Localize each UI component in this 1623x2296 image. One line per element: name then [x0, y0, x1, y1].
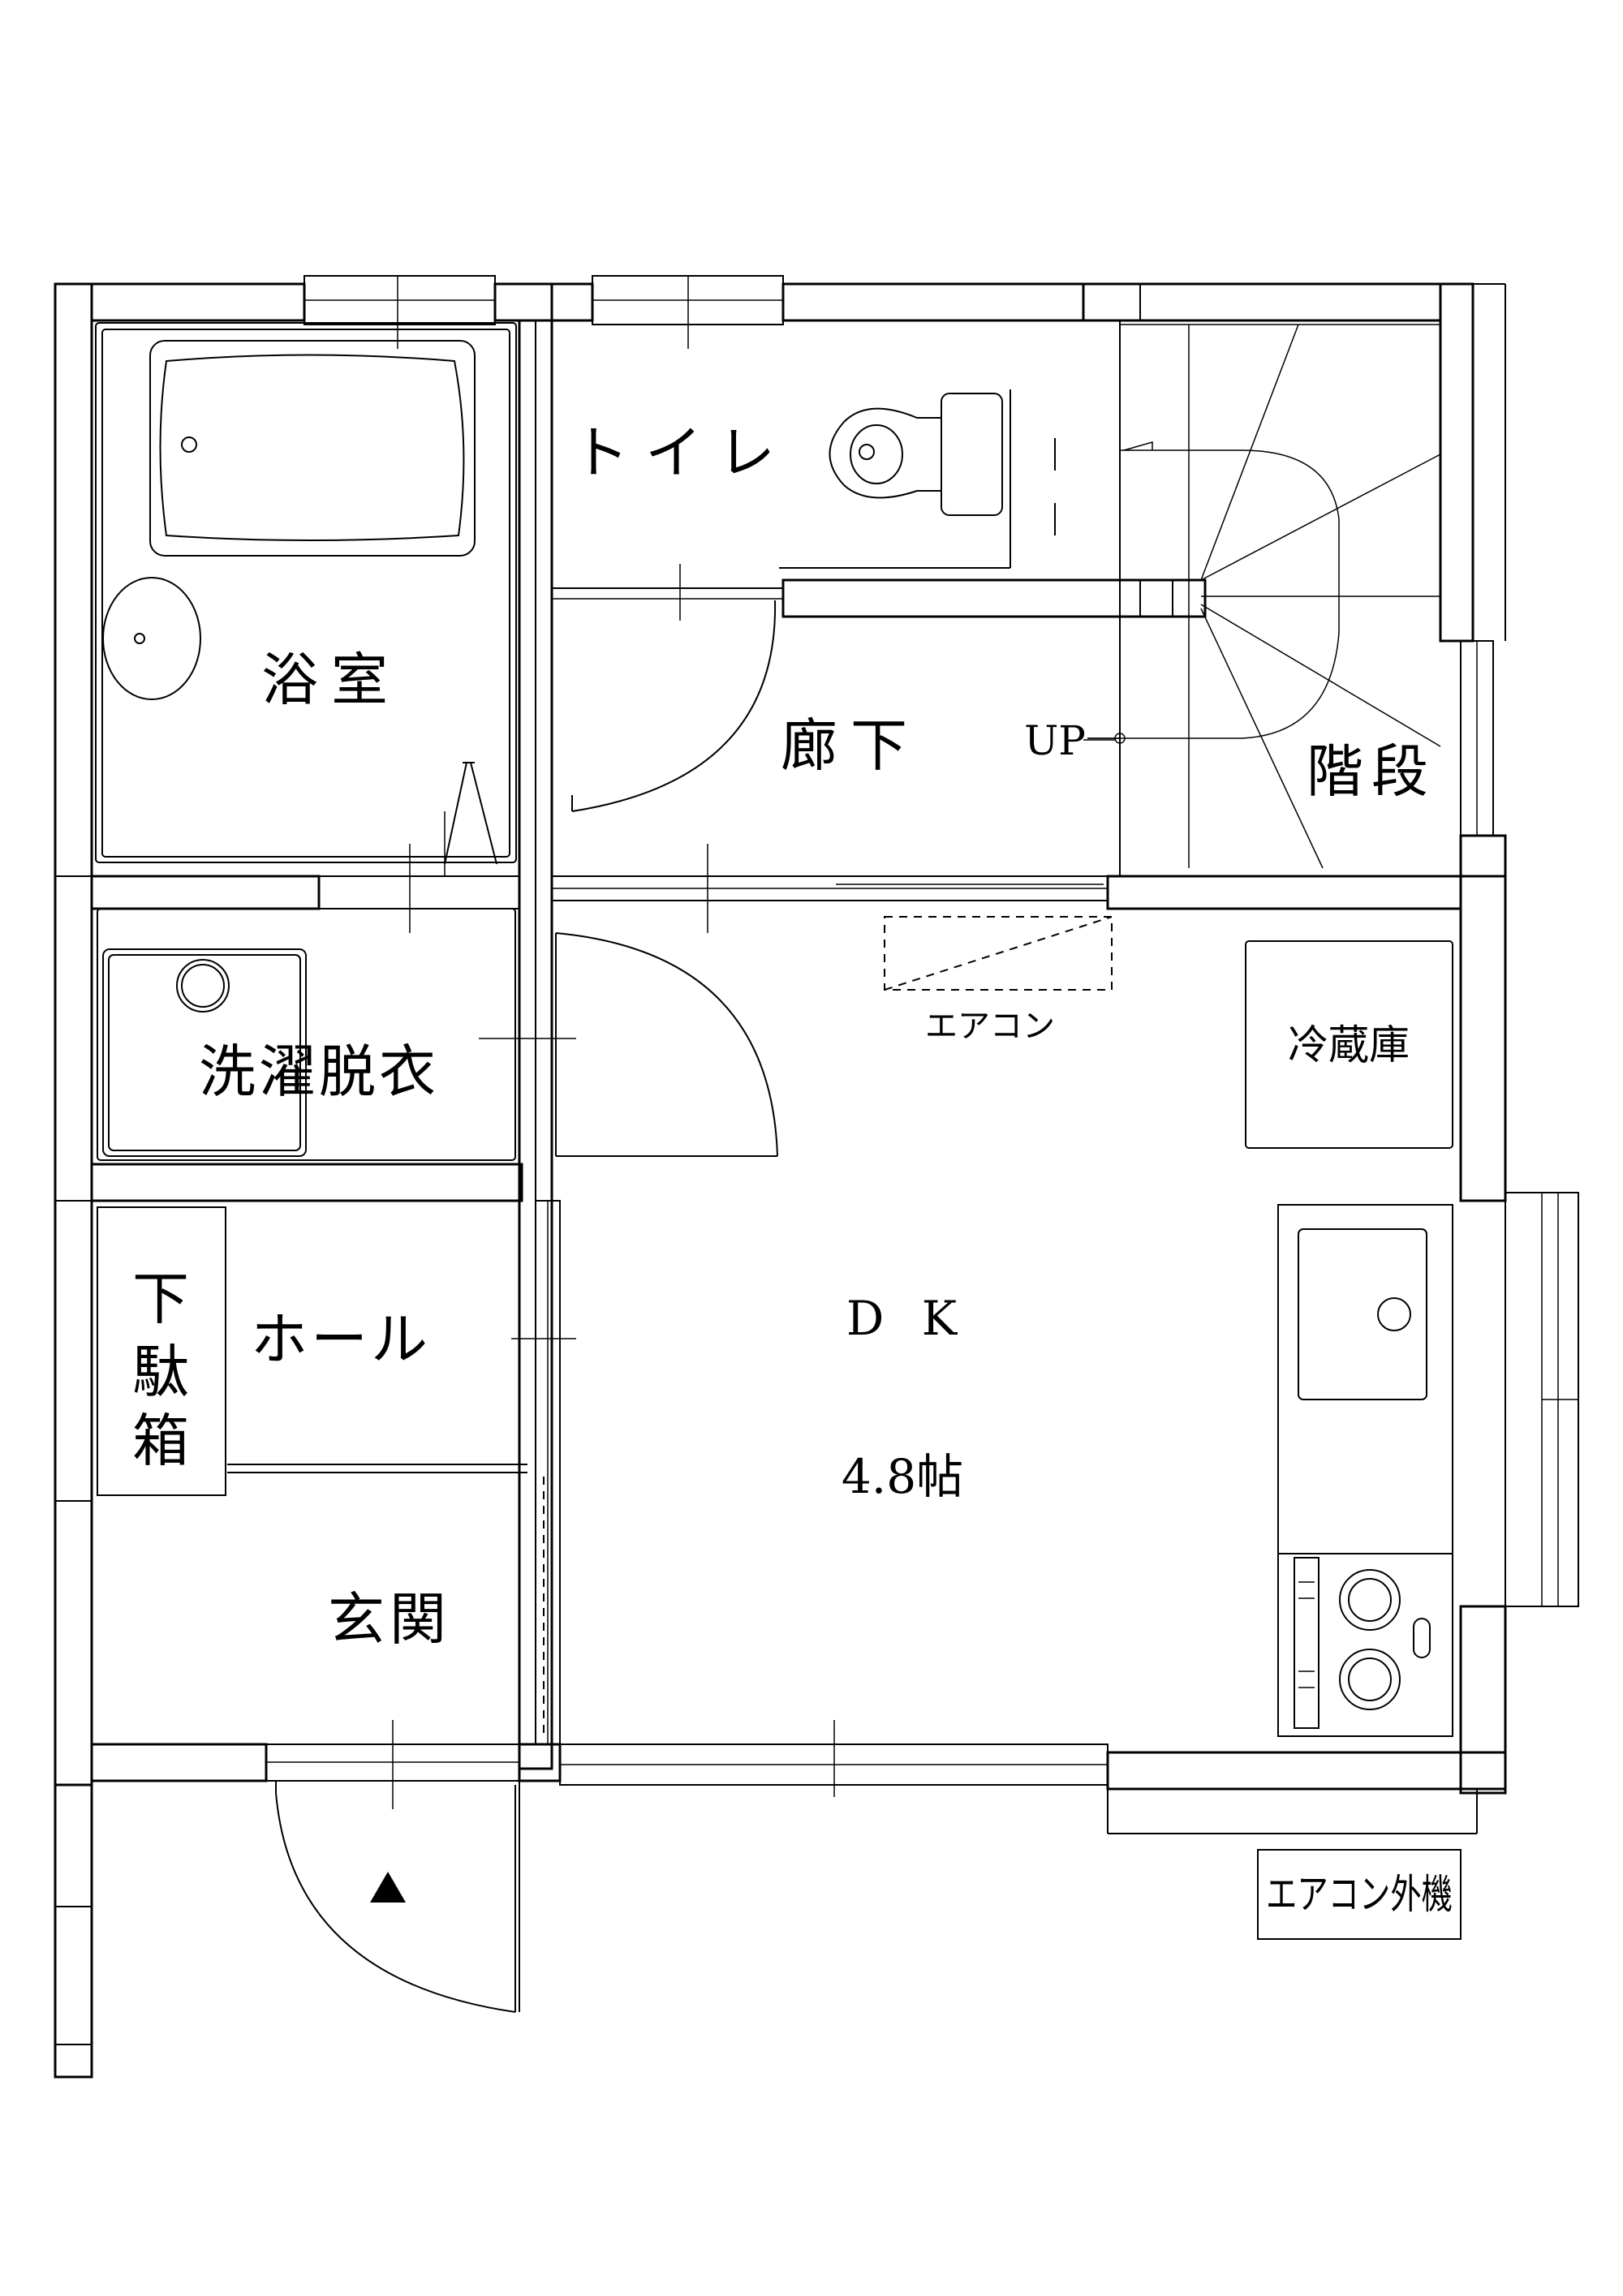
label-shoe-box-2: 駄 — [132, 1339, 189, 1405]
label-laundry: 洗濯脱衣 — [199, 1038, 439, 1105]
bathroom — [95, 322, 517, 876]
walls — [54, 282, 1507, 2079]
label-aircon-outdoor: エアコン外機 — [1266, 1871, 1453, 1918]
label-dk: D K — [846, 1291, 968, 1346]
room-labels: 浴室 トイレ 廊下 階段 UP 洗濯脱衣 下 駄 箱 ホール 玄関 D K 4.… — [132, 419, 1453, 1918]
dk-fixtures — [884, 916, 1462, 1940]
staircase — [1087, 324, 1441, 869]
windows — [304, 275, 1579, 1797]
label-hall: ホール — [251, 1306, 431, 1373]
label-stairs-up: UP — [1024, 717, 1086, 764]
laundry-area — [97, 908, 516, 1161]
label-toilet: トイレ — [572, 419, 791, 486]
label-entrance: 玄関 — [328, 1586, 451, 1653]
label-shoe-box-3: 箱 — [132, 1408, 189, 1474]
toilet — [829, 393, 1056, 535]
doors — [265, 564, 1109, 2013]
label-bathroom: 浴室 — [261, 647, 401, 713]
label-refrigerator: 冷蔵庫 — [1288, 1021, 1410, 1068]
label-dk-size: 4.8帖 — [842, 1449, 963, 1504]
label-stairs: 階段 — [1307, 738, 1436, 805]
label-shoe-box-1: 下 — [132, 1266, 189, 1332]
black-triangle-icon — [370, 1872, 406, 1903]
label-hallway: 廊下 — [781, 712, 920, 779]
label-aircon: エアコン — [925, 1008, 1055, 1045]
